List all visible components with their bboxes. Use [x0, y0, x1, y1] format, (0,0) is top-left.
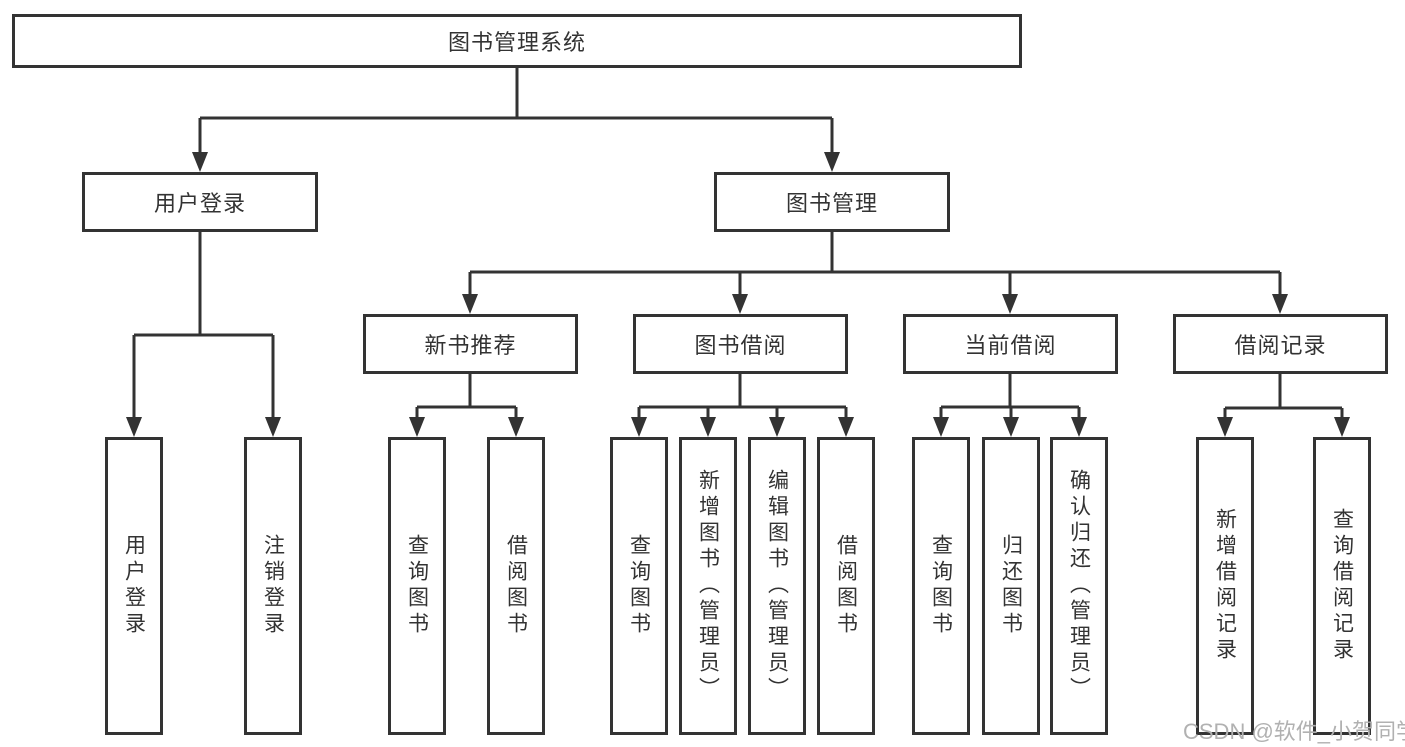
arrowhead [769, 417, 785, 437]
connector-user-login-to-leaves [126, 232, 281, 437]
leaf-add-books-admin: 新增图书（管理员） [679, 437, 737, 735]
arrowhead [192, 152, 208, 172]
connector-new-book-rec-to-leaves [409, 374, 524, 437]
arrowhead [1217, 417, 1233, 437]
node-book-borrowing: 图书借阅 [633, 314, 848, 374]
connector-current-borrow-to-leaves [933, 374, 1087, 437]
leaf-edit-books-admin: 编辑图书（管理员） [748, 437, 806, 735]
node-book-management: 图书管理 [714, 172, 950, 232]
leaf-query-borrow-record: 查询借阅记录 [1313, 437, 1371, 735]
arrowhead [1071, 417, 1087, 437]
node-borrow-records: 借阅记录 [1173, 314, 1388, 374]
leaf-borrow-books: 借阅图书 [487, 437, 545, 735]
arrowhead [933, 417, 949, 437]
arrowhead [508, 417, 524, 437]
arrowhead [126, 417, 142, 437]
leaf-logout: 注销登录 [244, 437, 302, 735]
arrowhead [1334, 417, 1350, 437]
arrowhead [1002, 294, 1018, 314]
node-system-root: 图书管理系统 [12, 14, 1022, 68]
connector-book-mgmt-to-level3 [462, 232, 1288, 314]
leaf-query-books: 查询图书 [388, 437, 446, 735]
connector-borrow-records-to-leaves [1217, 374, 1350, 437]
csdn-watermark: CSDN @软件_小贺同学 [1183, 719, 1405, 744]
arrowhead [700, 417, 716, 437]
arrowhead [462, 294, 478, 314]
arrowhead [409, 417, 425, 437]
arrowhead [265, 417, 281, 437]
connector-book-borrow-to-leaves [631, 374, 854, 437]
leaf-query-books: 查询图书 [912, 437, 970, 735]
connector-root-to-level2 [192, 68, 840, 172]
arrowhead [824, 152, 840, 172]
leaf-return-books: 归还图书 [982, 437, 1040, 735]
arrowhead [1003, 417, 1019, 437]
node-current-borrowing: 当前借阅 [903, 314, 1118, 374]
arrowhead [631, 417, 647, 437]
leaf-user-login: 用户登录 [105, 437, 163, 735]
arrowhead [838, 417, 854, 437]
leaf-borrow-books: 借阅图书 [817, 437, 875, 735]
node-new-book-recommend: 新书推荐 [363, 314, 578, 374]
arrowhead [732, 294, 748, 314]
node-user-login: 用户登录 [82, 172, 318, 232]
leaf-confirm-return-admin: 确认归还（管理员） [1050, 437, 1108, 735]
leaf-query-books: 查询图书 [610, 437, 668, 735]
arrowhead [1272, 294, 1288, 314]
leaf-add-borrow-record: 新增借阅记录 [1196, 437, 1254, 735]
